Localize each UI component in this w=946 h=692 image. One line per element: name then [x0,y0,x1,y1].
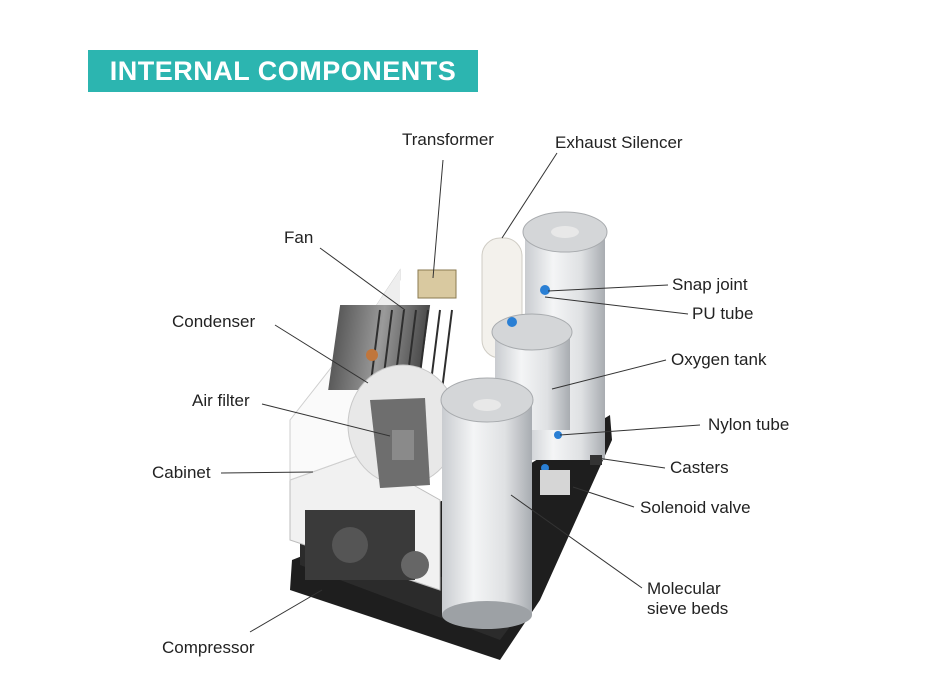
leader-cabinet [220,471,314,474]
label-molecular: Molecular [647,579,721,598]
leader-pu-tube [544,296,689,315]
label-snap-joint: Snap joint [672,275,748,294]
leader-oxygen-tank [551,359,667,390]
leader-casters [596,457,666,469]
nylon-tube-part [554,431,562,439]
label-pu-tube: PU tube [692,304,754,323]
label-exhaust-silencer: Exhaust Silencer [555,133,683,152]
label-casters: Casters [670,458,729,477]
leader-sieve-beds [510,494,643,589]
label-solenoid-valve: Solenoid valve [640,498,751,517]
sieve-bed-part [442,395,532,615]
leader-snap-joint [547,284,669,292]
leader-transformer [432,159,444,279]
label-sieve-beds: sieve beds [647,599,729,618]
title-banner: INTERNAL COMPONENTS [88,50,478,92]
leader-lines [220,152,701,633]
label-transformer: Transformer [402,130,494,149]
transformer-part [417,269,457,299]
leader-air-filter [261,403,391,437]
solenoid-valve-part [540,470,570,495]
label-cabinet: Cabinet [152,463,211,482]
leader-exhaust-silencer [501,152,558,239]
leader-nylon-tube [559,424,701,436]
snap-joint-part [540,285,550,295]
leader-compressor [249,589,323,633]
label-compressor: Compressor [162,638,255,657]
compressor-part [332,527,368,563]
page-title: INTERNAL COMPONENTS [109,55,457,86]
caster-part [590,455,602,465]
leader-condenser [274,324,369,384]
label-condenser: Condenser [172,312,256,331]
label-air-filter: Air filter [192,391,250,410]
label-nylon-tube: Nylon tube [708,415,790,434]
label-oxygen-tank: Oxygen tank [671,350,767,369]
leader-fan [319,247,406,311]
leader-solenoid-valve [572,486,635,508]
label-fan: Fan [284,228,314,247]
